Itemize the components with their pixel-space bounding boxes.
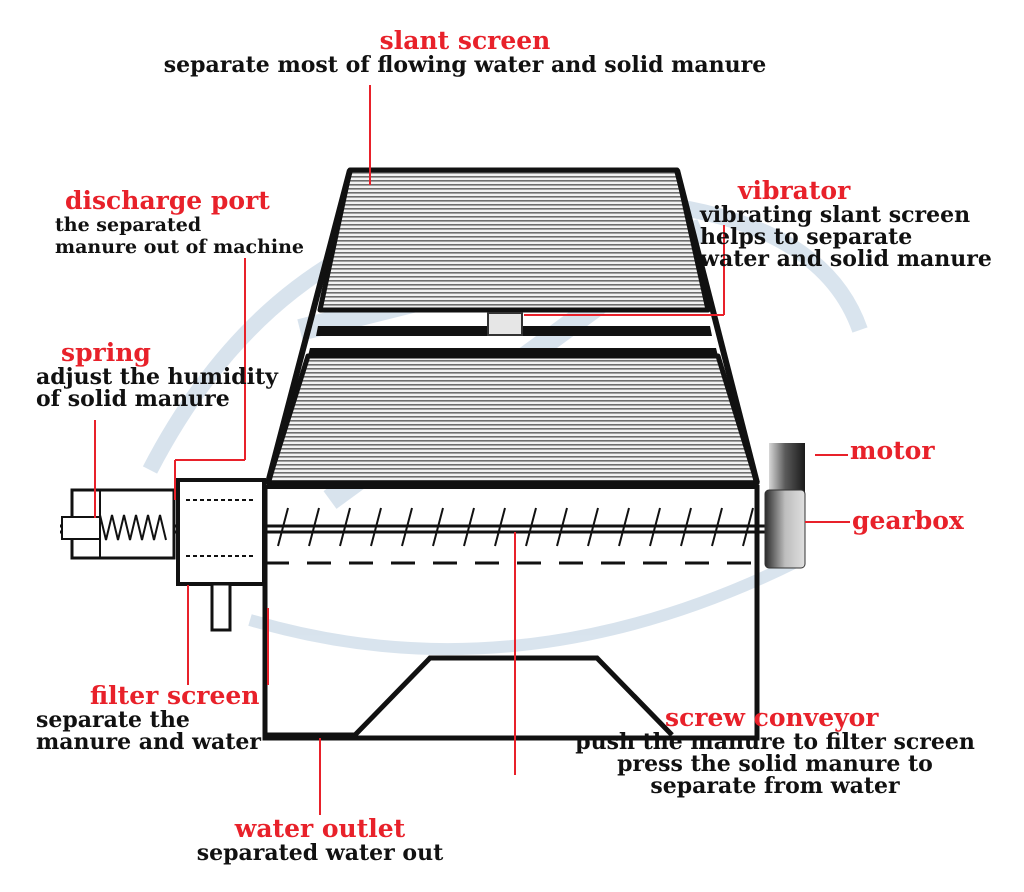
gearbox-title: gearbox	[852, 506, 964, 535]
filter-screen-desc-line-1: separate the	[36, 707, 190, 733]
spring-desc-line-1: adjust the humidity	[36, 364, 278, 390]
vibrator-desc-line-2: helps to separate	[700, 224, 913, 250]
screw-flight	[556, 507, 568, 547]
screw-conveyor-title: screw conveyor	[665, 703, 879, 732]
spring-title: spring	[61, 338, 151, 367]
screw-flight	[525, 507, 537, 547]
discharge-port-label: discharge port the separated manure out …	[55, 186, 305, 259]
water-outlet-desc: separated water out	[196, 840, 444, 866]
discharge-port-desc-line-2: manure out of machine	[55, 236, 305, 258]
filter-screen-housing	[176, 478, 266, 632]
gearbox-label: gearbox	[852, 508, 964, 534]
filter-screen-desc-line-2: manure and water	[36, 729, 262, 755]
motor	[769, 443, 805, 493]
screw-conveyor-desc-line-3: separate from water	[650, 773, 900, 799]
water-outlet-label: water outlet separated water out	[170, 814, 470, 866]
filter-screen-title: filter screen	[90, 681, 260, 710]
slant-screen	[265, 167, 760, 486]
discharge-port-title: discharge port	[65, 186, 270, 215]
screw-flight	[618, 507, 630, 547]
vibrator-desc-line-3: water and solid manure	[700, 246, 992, 272]
discharge-port	[210, 582, 232, 632]
screw-flight	[494, 507, 506, 547]
screw-flight	[649, 507, 661, 547]
vibrator-desc-line-1: vibrating slant screen	[700, 202, 971, 228]
slant-screen-title: slant screen	[379, 26, 551, 55]
vibrator-label: vibrator vibrating slant screen helps to…	[700, 176, 992, 272]
screw-flight	[742, 507, 754, 547]
spring-assembly	[61, 488, 176, 560]
screw-conveyor-desc-line-2: press the solid manure to	[617, 751, 933, 777]
filter-screen-label: filter screen separate the manure and wa…	[36, 681, 262, 755]
gearbox	[764, 489, 806, 569]
screw-flight	[711, 507, 723, 547]
discharge-port-desc-line-1: the separated	[55, 214, 202, 236]
screw-conveyor-desc-line-1: push the manure to filter screen	[575, 729, 975, 755]
leader-lines	[94, 85, 850, 815]
machine-body	[262, 485, 760, 741]
slant-screen-label: slant screen separate most of flowing wa…	[140, 26, 790, 78]
screw-flight	[463, 507, 475, 547]
slant-screen-desc: separate most of flowing water and solid…	[163, 52, 767, 78]
screw-flight	[370, 507, 382, 547]
spring-coil	[99, 514, 167, 541]
screw-flight	[339, 507, 351, 547]
screw-flight	[587, 507, 599, 547]
screw-flight	[308, 507, 320, 547]
screw-flight	[432, 507, 444, 547]
water-outlet-title: water outlet	[234, 814, 406, 843]
vibrator-title: vibrator	[738, 176, 851, 205]
vibrator	[487, 312, 523, 336]
spring-label: spring adjust the humidity of solid manu…	[36, 338, 278, 412]
spring-desc-line-2: of solid manure	[36, 386, 230, 412]
screw-flight	[401, 507, 413, 547]
screw-conveyor-label: screw conveyor push the manure to filter…	[555, 703, 995, 799]
screw-flight	[680, 507, 692, 547]
motor-label: motor	[850, 438, 935, 464]
motor-title: motor	[850, 436, 935, 465]
screw-flight	[277, 507, 289, 547]
